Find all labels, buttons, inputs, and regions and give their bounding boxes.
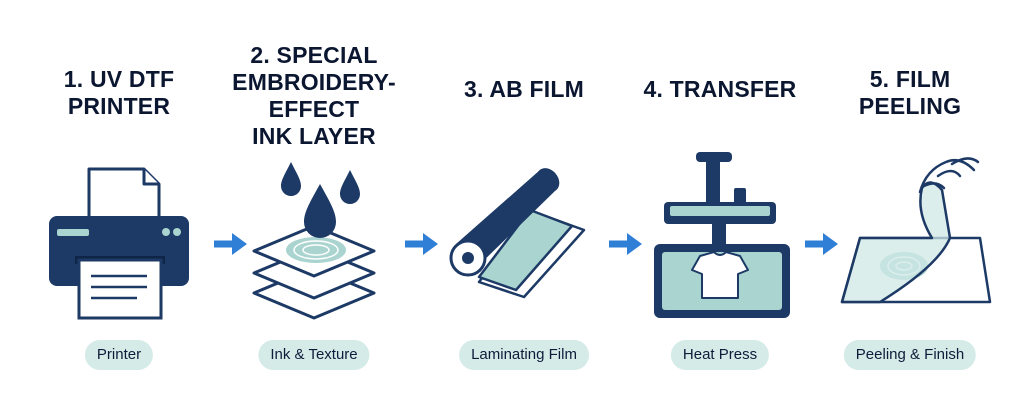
step-title: 2. SPECIAL EMBROIDERY- EFFECT INK LAYER	[232, 42, 396, 149]
step-label: Printer	[84, 340, 154, 370]
step-printer: 1. UV DTF PRINTER Printer	[29, 0, 209, 415]
step-label: Ink & Texture	[258, 340, 370, 370]
step-ink-layer: 2. SPECIAL EMBROIDERY- EFFECT INK LAYER …	[224, 0, 404, 415]
step-title: 3. AB FILM	[464, 76, 584, 102]
step-label: Laminating Film	[459, 340, 589, 370]
arrow-icon	[214, 233, 247, 255]
step-ab-film: 3. AB FILM Laminating Film	[434, 0, 614, 415]
arrow-icon	[405, 233, 438, 255]
ink-layers-icon	[252, 162, 376, 320]
film-peeling-icon	[840, 157, 992, 304]
step-label: Heat Press	[670, 340, 770, 370]
step-title: 4. TRANSFER	[643, 76, 797, 102]
step-film-peeling: 5. FILM PEELING Peeling & Finish	[820, 0, 1000, 415]
arrow-icon	[805, 233, 838, 255]
step-title: 1. UV DTF PRINTER	[63, 66, 175, 119]
heat-press-icon	[654, 152, 790, 318]
step-title: 5. FILM PEELING	[858, 66, 962, 119]
arrow-icon	[609, 233, 642, 255]
printer-icon	[49, 167, 189, 320]
step-transfer: 4. TRANSFER Heat Press	[630, 0, 810, 415]
step-label: Peeling & Finish	[843, 340, 977, 370]
film-roll-icon	[449, 168, 586, 299]
